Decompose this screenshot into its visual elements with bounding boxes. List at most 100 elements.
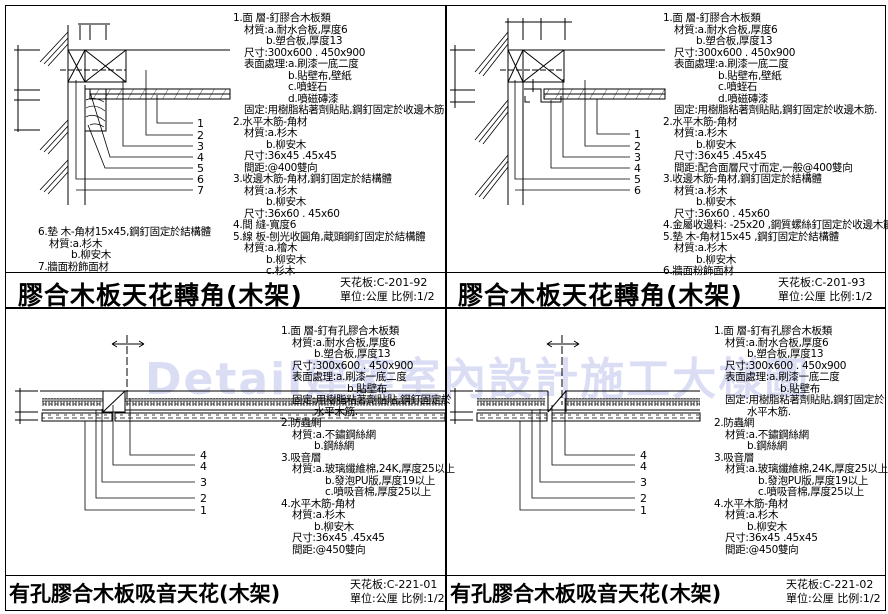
leader-label: 5 [634, 173, 641, 186]
note-line: b.貼壁布,壁紙 [288, 69, 352, 82]
note-line: b.發泡PU版,厚度19以上 [325, 474, 436, 487]
note-line: b.柳安木 [266, 196, 307, 208]
drawing-ceiling-corner-2 [450, 18, 666, 205]
note-line: 表面處理:a.刷漆一底二度 [725, 371, 840, 383]
drawing-labels-2: 1 2 3 4 5 6 [634, 128, 641, 197]
note-line: 水平木筋. [747, 405, 791, 418]
note-line: 固定:用樹脂粘著劑貼貼,鋼釘固定於 [725, 394, 885, 406]
drawing-scale: 單位:公厘 比例:1/2 [778, 290, 873, 303]
note-line: 固定:用樹脂粘著劑貼貼,鋼釘固定於收邊木筋. [244, 104, 448, 116]
note-line: 尺寸:300x600 . 450x900 [674, 46, 796, 59]
drawing-code: 天花板:C-221-01 [350, 578, 438, 591]
leader-label: 7 [197, 184, 204, 197]
note-line: 材質:a.耐水合板,厚度6 [674, 23, 778, 36]
note-line: 3.吸音層 [714, 451, 755, 464]
note-line: 材質:a.杉木 [674, 242, 728, 254]
note-line: 間距:@450雙向 [725, 543, 799, 556]
note-line: 材質:a.杉木 [292, 509, 346, 521]
note-line: 材質:a.玻璃纖維棉,24K,厚度25以上 [725, 463, 888, 475]
leader-label: 6 [634, 184, 641, 197]
note-line: 尺寸:300x600 . 450x900 [244, 46, 366, 59]
leader-label: 1 [197, 117, 204, 130]
note-line: 2.水平木筋-角材 [233, 115, 308, 128]
leader-label: 4 [197, 151, 204, 164]
note-line: c.噴蛭石 [288, 81, 328, 93]
note-line: c.噴蛭石 [718, 81, 758, 93]
note-line: b.鋼絲網 [314, 440, 355, 452]
note-line: 2.水平木筋-角材 [663, 115, 738, 128]
note-line: 材質:a.檜木 [244, 242, 298, 254]
note-line: 固定:用樹脂粘著劑貼貼,鋼釘固定於收邊木筋. [674, 104, 878, 116]
note-line: 3.收邊木筋-角材,鋼釘固定於結構體 [663, 173, 822, 185]
leader-label: 2 [640, 492, 647, 505]
note-line: c.噴吸音棉,厚度25以上 [325, 486, 431, 498]
leader-label: 4 [640, 449, 647, 462]
note-line: b.柳安木 [696, 138, 737, 151]
drawing-code: 天花板:C-221-02 [786, 578, 874, 591]
drawing-title: 膠合木板天花轉角(木架) [458, 281, 743, 310]
note-line: c.杉木 [266, 265, 295, 277]
leader-label: 2 [634, 140, 641, 153]
note-line: 材質:a.杉木 [674, 127, 728, 139]
note-line: 材質:a.杉木 [674, 184, 728, 197]
leader-label: 3 [634, 151, 641, 164]
note-line: b.貼壁布 [347, 382, 388, 395]
note-line: 1.面 層-釘膠合木板類 [233, 12, 331, 24]
note-line: 間距:@400雙向 [244, 161, 318, 174]
note-line: 材質:a.杉木 [725, 509, 779, 521]
note-line: 尺寸:36x45 .45x45 [292, 532, 385, 544]
note-line: b.柳安木 [266, 253, 307, 266]
note-line: 4.間 縫-寬度6 [233, 219, 297, 231]
note-line: b.塑合板,厚度13 [696, 35, 773, 47]
note-line: b.柳安木 [71, 249, 112, 261]
drawing-code: 天花板:C-201-92 [340, 276, 428, 289]
drawing-title: 膠合木板天花轉角(木架) [18, 281, 303, 310]
note-line: 表面處理:a.刷漆一底二度 [292, 371, 407, 383]
leader-label: 2 [200, 492, 207, 505]
note-line: b.鋼絲網 [747, 440, 788, 452]
leader-label: 3 [200, 476, 207, 489]
drawing-code: 天花板:C-201-93 [778, 276, 866, 289]
drawing-labels-1: 1 2 3 4 5 6 7 [197, 117, 204, 197]
note-line: 5.線 板-刨光收圓角,蔵頭鋼釘固定於結構體 [233, 230, 426, 243]
note-line: 間距:配合面層尺寸而定,一般@400雙向 [674, 161, 853, 174]
note-line: 尺寸:36x45 .45x45 [725, 532, 818, 544]
note-line: b.發泡PU版,厚度19以上 [758, 474, 869, 487]
drawing-ceiling-corner-1 [14, 23, 231, 205]
note-line: b.塑合板,厚度13 [266, 35, 343, 47]
note-line: c.噴吸音棉,厚度25以上 [758, 486, 864, 498]
leader-label: 4 [634, 162, 641, 175]
note-line: 1.面 層-釘膠合木板類 [663, 12, 761, 24]
leader-label: 3 [197, 140, 204, 153]
leader-label: 6 [197, 173, 204, 186]
drawing-scale: 單位:公厘 比例:1/2 [350, 592, 445, 605]
note-line: 1.面 層-釘有孔膠合木板類 [714, 325, 832, 337]
note-line: d.噴磁磚漆 [718, 92, 769, 105]
note-line: 材質:a.杉木 [244, 127, 298, 139]
drawing-title: 有孔膠合木板吸音天花(木架) [9, 582, 281, 606]
note-line: 1.面 層-釘有孔膠合木板類 [281, 325, 399, 337]
note-line: 材質:a.不鏽鋼絲網 [292, 428, 376, 441]
leader-label: 3 [640, 476, 647, 489]
note-line: b.柳安木 [696, 253, 737, 266]
note-line: 尺寸:300x600 . 450x900 [725, 359, 847, 372]
note-line: 2.防蟲網 [281, 417, 322, 429]
drawing-labels-3: 4 4 3 2 1 [200, 449, 207, 517]
note-line: 水平木筋. [314, 405, 358, 418]
note-line: b.塑合板,厚度13 [747, 348, 824, 360]
title-band-line-top [5, 272, 886, 273]
note-line: 固定:用樹脂粘著劑貼貼,鋼釘固定於 [292, 394, 452, 406]
title-band-line-bottom [5, 575, 886, 576]
note-line: 間距:@450雙向 [292, 543, 366, 556]
divider-horizontal [5, 307, 886, 309]
note-line: 6.牆面粉飾面材 [663, 265, 734, 277]
note-line: 6.墊 木-角材15x45,鋼釘固定於結構體 [38, 226, 211, 238]
note-line: 7.牆面粉飾面材 [38, 260, 109, 273]
note-line: b.塑合板,厚度13 [314, 348, 391, 360]
note-line: 4.水平木筋-角材 [714, 497, 789, 510]
